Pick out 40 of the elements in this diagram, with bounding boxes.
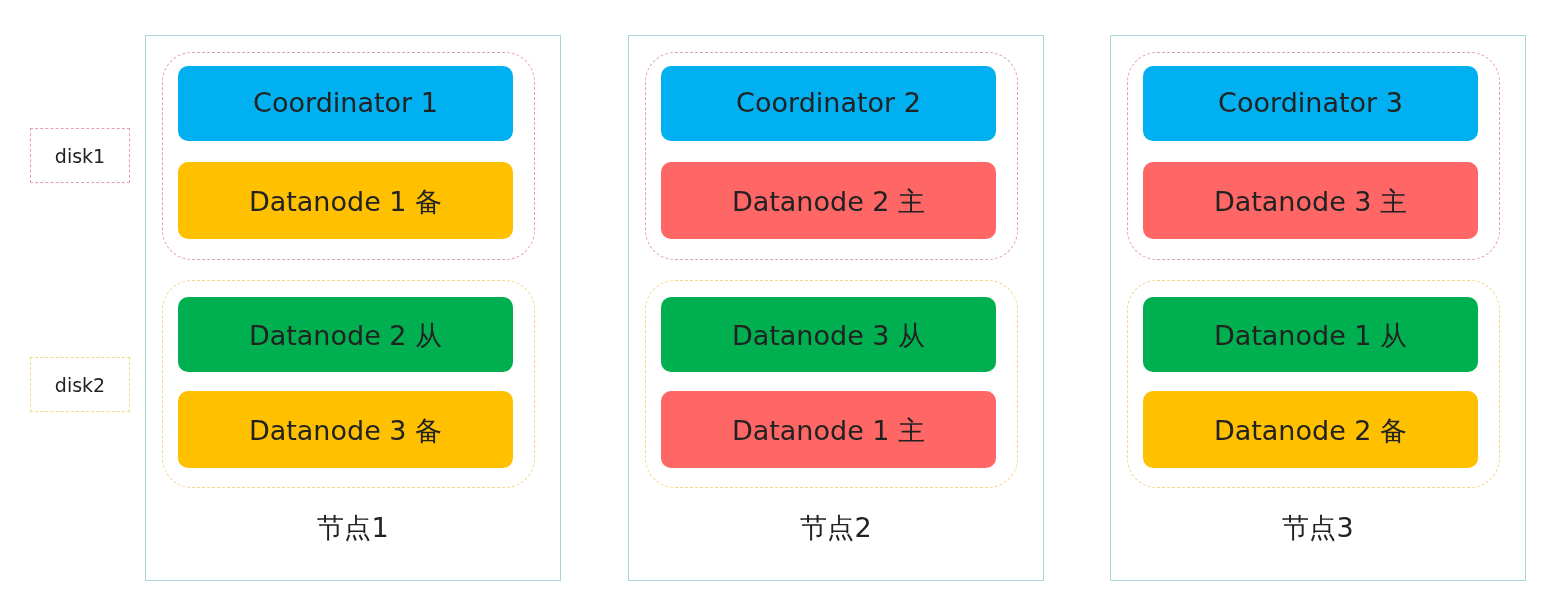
role-box [661, 66, 996, 141]
dashed-group [1126, 51, 1500, 260]
box-label: Datanode 1 主 [731, 413, 926, 448]
panel-title: 节点2 [800, 511, 872, 545]
server-panel [145, 35, 561, 581]
role-box [1143, 391, 1478, 468]
role-box [1143, 297, 1478, 372]
role-box [1143, 162, 1478, 239]
role-box [178, 162, 513, 239]
role-box [661, 297, 996, 372]
box-label: Coordinator 1 [253, 86, 438, 118]
role-box [1143, 66, 1478, 141]
box-label: Datanode 2 主 [731, 184, 926, 219]
disk-tag [30, 128, 130, 183]
box-label: Datanode 2 备 [1213, 413, 1408, 448]
panel-title: 节点1 [317, 511, 389, 545]
box-label: Datanode 3 备 [248, 413, 443, 448]
dashed-group [644, 51, 1018, 260]
box-label: Datanode 1 备 [248, 184, 443, 219]
box-label: Datanode 2 从 [248, 318, 443, 353]
disk-label: disk1 [54, 144, 106, 167]
disk-label: disk2 [54, 373, 106, 396]
role-box [661, 162, 996, 239]
role-box [178, 391, 513, 468]
dashed-group [161, 51, 535, 260]
box-label: Datanode 3 从 [731, 318, 926, 353]
box-label: Coordinator 3 [1218, 86, 1403, 118]
role-box [661, 391, 996, 468]
role-box [178, 66, 513, 141]
disk-tag [30, 357, 130, 412]
box-label: Datanode 1 从 [1213, 318, 1408, 353]
server-panel [628, 35, 1044, 581]
role-box [178, 297, 513, 372]
server-panel [1110, 35, 1526, 581]
dashed-group [1126, 279, 1500, 488]
box-label: Coordinator 2 [736, 86, 921, 118]
dashed-group [161, 279, 535, 488]
panel-title: 节点3 [1282, 511, 1354, 545]
dashed-group [644, 279, 1018, 488]
box-label: Datanode 3 主 [1213, 184, 1408, 219]
